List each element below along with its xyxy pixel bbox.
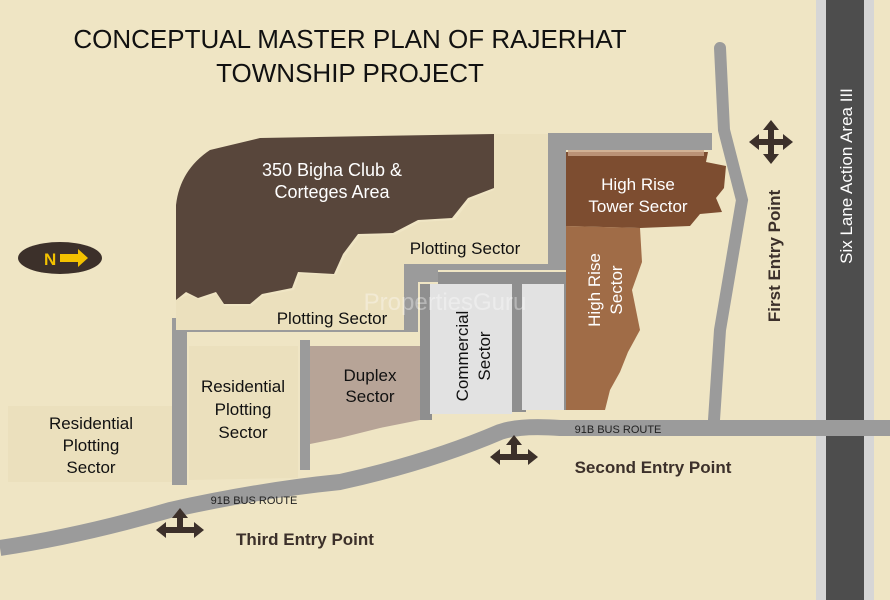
residential-outer-line1: Residential <box>49 414 133 433</box>
six-lane-highway <box>826 0 864 600</box>
first-entry-label: First Entry Point <box>765 190 784 323</box>
bus-route-upper-label: 91B BUS ROUTE <box>575 424 662 436</box>
residential-inner-line3: Sector <box>218 423 267 442</box>
duplex-road <box>300 340 310 470</box>
duplex-label-line1: Duplex <box>344 366 397 385</box>
plotting-upper-label: Plotting Sector <box>410 239 521 258</box>
commercial-label: Commercial Sector <box>453 311 494 402</box>
duplex-sector <box>310 346 420 444</box>
second-entry-label: Second Entry Point <box>575 458 732 477</box>
high-rise-label-line2: Sector <box>607 265 626 314</box>
bus-route-road <box>0 419 890 556</box>
high-rise-tower-sector <box>566 152 726 228</box>
residential-outer-line2: Plotting <box>63 436 120 455</box>
commercial-sector <box>430 284 512 414</box>
residential-inner-line1: Residential <box>201 377 285 396</box>
club-label-line2: Corteges Area <box>274 182 390 202</box>
first-entry-road <box>708 42 749 426</box>
club-corteges-area <box>176 134 494 304</box>
six-lane-label: Six Lane Action Area III <box>837 88 856 264</box>
tower-sector-border <box>568 150 704 156</box>
residential-outer-line3: Sector <box>66 458 115 477</box>
commercial-label-line2: Sector <box>475 331 494 380</box>
club-label-line1: 350 Bigha Club & <box>262 160 402 180</box>
north-letter: N <box>44 250 56 269</box>
map-title-line1: CONCEPTUAL MASTER PLAN OF RAJERHAT <box>73 24 626 54</box>
high-rise-label-line1: High Rise <box>585 253 604 327</box>
residential-plotting-outer <box>8 406 172 482</box>
high-rise-sector <box>566 226 642 410</box>
watermark: PropertiesGuru <box>364 289 527 316</box>
map-title-line2: TOWNSHIP PROJECT <box>216 58 484 88</box>
commercial-label-line1: Commercial <box>453 311 472 402</box>
tower-label-line1: High Rise <box>601 175 675 194</box>
bus-route-lower-label: 91B BUS ROUTE <box>211 495 298 507</box>
tower-label-line2: Tower Sector <box>588 197 688 216</box>
duplex-label-line2: Sector <box>345 387 394 406</box>
residential-inner-line2: Plotting <box>215 400 272 419</box>
north-arrow-icon: N <box>18 242 102 274</box>
high-rise-label: High Rise Sector <box>585 253 626 327</box>
commercial-sector-east <box>522 284 564 410</box>
plotting-lower-label: Plotting Sector <box>277 309 388 328</box>
residential-plotting-inner <box>189 346 298 480</box>
third-entry-label: Third Entry Point <box>236 530 374 549</box>
plotting-sector-area <box>176 134 548 330</box>
